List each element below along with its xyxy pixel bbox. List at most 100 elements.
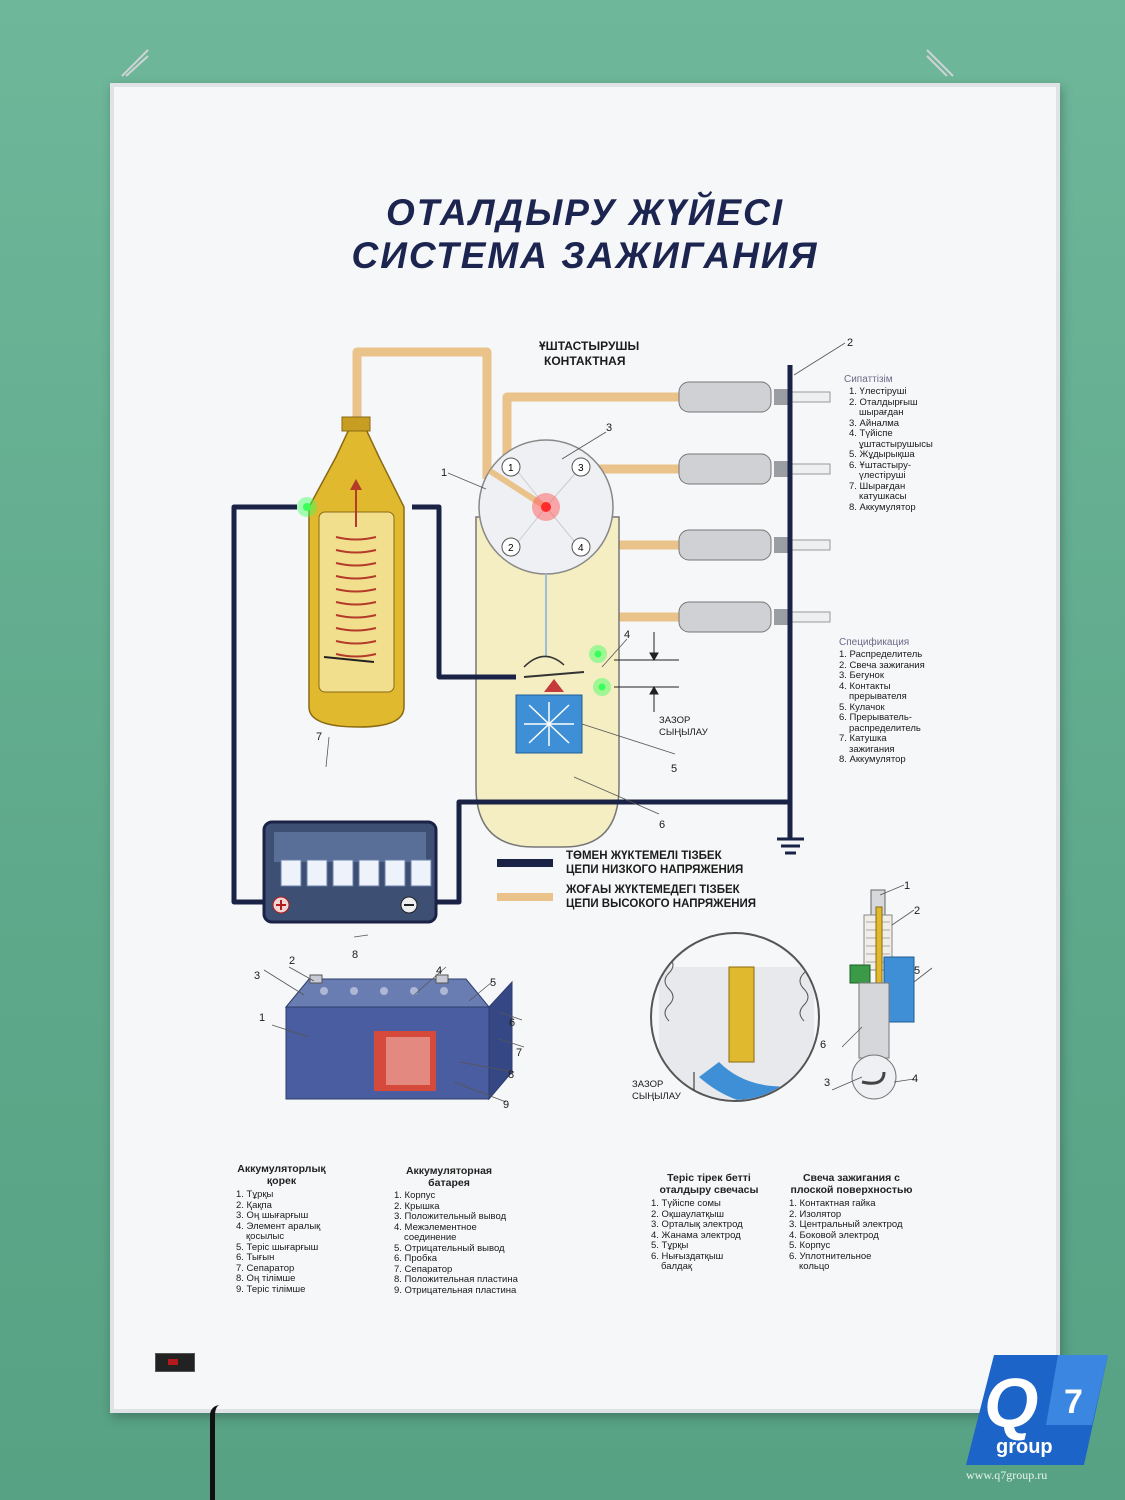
- svg-text:3: 3: [578, 463, 584, 474]
- legend-high-voltage-swatch: [497, 893, 553, 901]
- callout-3: 3: [606, 422, 613, 434]
- callout-leader-lines: [325, 342, 846, 938]
- battery-callout-8: 8: [508, 1069, 515, 1081]
- battery-callout-2: 2: [289, 955, 296, 967]
- rotor-red-led: [541, 502, 551, 512]
- distributor-housing: [475, 516, 620, 848]
- legend-high-voltage-kk: ЖОҒАЫ ЖҮКТЕМЕДЕГІ ТІЗБЕК: [566, 884, 740, 896]
- plug-ru-item: 6. Уплотнительное: [789, 1250, 872, 1262]
- battery-kk-item: 2. Қақпа: [236, 1199, 272, 1211]
- callout-8: 8: [352, 949, 359, 961]
- spec-ru-item: распределитель: [849, 722, 921, 734]
- plug-callout-4: 4: [912, 1073, 919, 1085]
- plug-kk-item: 2. Оқшаулатқыш: [651, 1208, 725, 1220]
- battery-ru-item: 5. Отрицательный вывод: [394, 1242, 505, 1254]
- spec-kk-item: үлестіруші: [859, 470, 906, 481]
- spec-kk-item: ұштастырушысы: [859, 438, 933, 450]
- plug-kk-item: балдақ: [661, 1261, 693, 1272]
- plug-ru-item: 5. Корпус: [789, 1240, 831, 1251]
- spec-ru-item: 1. Распределитель: [839, 649, 923, 660]
- coil-green-led: [303, 503, 311, 511]
- battery-kk-item: 6. Тығын: [236, 1252, 275, 1263]
- gap-marker: [614, 632, 679, 712]
- spec-ru-item: 7. Катушка: [839, 733, 887, 744]
- plug-ru-item: 2. Изолятор: [789, 1208, 842, 1220]
- battery-callout-7: 7: [516, 1047, 523, 1059]
- plug-callout-1: 1: [904, 880, 911, 892]
- battery-ru-item: 2. Крышка: [394, 1200, 440, 1212]
- spark-plug-upper-2: [678, 453, 831, 485]
- spark-plug-leader-lines: [263, 884, 933, 1103]
- breaker-green-led-2: [598, 683, 606, 691]
- spec-kk-item: 8. Аккумулятор: [849, 501, 916, 513]
- breaker-green-led-1: [594, 650, 602, 658]
- spec-kk-title: Сипаттізім: [844, 374, 893, 385]
- plug-callout-3: 3: [824, 1077, 831, 1089]
- distributor-terminal-1: 1: [501, 457, 521, 477]
- spec-ru-item: 6. Прерыватель-: [839, 712, 912, 723]
- spec-kk-item: 3. Айналма: [849, 417, 900, 429]
- spec-ru-item: 3. Бегунок: [839, 670, 884, 681]
- battery-kk-item: 7. Сепаратор: [236, 1262, 295, 1274]
- breaker-contact: [544, 679, 564, 692]
- spec-kk-item: 7. Шырағдан: [849, 480, 906, 492]
- svg-text:2: 2: [508, 543, 514, 554]
- spec-kk-item: 2. Оталдырғыш: [849, 396, 918, 408]
- gap-label-kk: СЫҢЫЛАУ: [659, 727, 708, 738]
- spec-kk-item: 1. Үлестіруші: [849, 386, 907, 397]
- watermark-url: www.q7group.ru: [966, 1468, 1048, 1482]
- poster-board: ОТАЛДЫРУ ЖҮЙЕСІ СИСТЕМА ЗАЖИГАНИЯ 1 3 2 …: [110, 83, 1060, 1413]
- spec-ru-item: 2. Свеча зажигания: [839, 659, 925, 671]
- spec-ru-item: зажигания: [849, 743, 895, 755]
- plug-ru-item: 1. Контактная гайка: [789, 1198, 876, 1209]
- spec-kk-item: 4. Түйіспе: [849, 428, 893, 439]
- battery-ru-item: 3. Положительный вывод: [394, 1211, 507, 1222]
- battery-callout-3: 3: [254, 970, 261, 982]
- battery-kk-item: 5. Теріс шығарғыш: [236, 1241, 319, 1253]
- battery-ru-item: соединение: [404, 1232, 457, 1243]
- breaker-contact-arm: [523, 671, 585, 678]
- distributor-terminal-2: 2: [501, 537, 521, 557]
- legend-low-voltage-kk: ТӨМЕН ЖҮКТЕМЕЛІ ТІЗБЕК: [566, 850, 722, 862]
- svg-text:group: group: [996, 1436, 1053, 1458]
- svg-text:4: 4: [578, 543, 584, 554]
- svg-text:Q: Q: [984, 1364, 1038, 1442]
- ignition-coil: [297, 416, 405, 728]
- distributor-terminal-4: 4: [571, 537, 591, 557]
- battery-kk-item: 1. Тұрқы: [236, 1189, 274, 1200]
- spec-ru-item: прерывателя: [849, 691, 907, 702]
- plug-callout-2: 2: [914, 905, 921, 917]
- battery-kk-item: 4. Элемент аралық: [236, 1220, 321, 1232]
- power-switch[interactable]: [155, 1353, 195, 1372]
- gap-label-ru: ЗАЗОР: [659, 715, 691, 726]
- battery-ru-item: 1. Корпус: [394, 1190, 436, 1201]
- circuit-battery: [262, 820, 438, 924]
- battery-callout-1: 1: [259, 1012, 266, 1024]
- spec-ru-title: Спецификация: [839, 637, 910, 648]
- spark-plug-row: [678, 381, 831, 633]
- spec-ru-item: 5. Кулачок: [839, 701, 885, 713]
- battery-ru-item: 4. Межэлементное: [394, 1221, 477, 1233]
- plug-ru-item: кольцо: [799, 1261, 830, 1272]
- plug-gap-label-ru: ЗАЗОР: [632, 1079, 664, 1090]
- plug-kk-item: 5. Тұрқы: [651, 1240, 689, 1251]
- distributor-label-kk: ҰШТАСТЫРУШЫ: [539, 339, 640, 353]
- poster-hanger-left: [121, 49, 149, 77]
- battery-ru-item: 7. Сепаратор: [394, 1263, 453, 1275]
- callout-7: 7: [316, 731, 323, 743]
- distributor-label-ru: КОНТАКТНАЯ: [544, 354, 626, 368]
- plug-ru-item: 4. Боковой электрод: [789, 1229, 879, 1241]
- plug-kk-item: 6. Нығыздатқыш: [651, 1250, 724, 1262]
- ignition-circuit-diagram: 1 3 2 4: [231, 342, 933, 1103]
- q7-group-logo: Q 7 group: [966, 1355, 1108, 1465]
- callout-2: 2: [847, 337, 854, 349]
- title-russian: СИСТЕМА ЗАЖИГАНИЯ: [351, 235, 819, 276]
- plug-callout-5: 5: [914, 965, 921, 977]
- spark-plug-lower-1: [678, 529, 831, 561]
